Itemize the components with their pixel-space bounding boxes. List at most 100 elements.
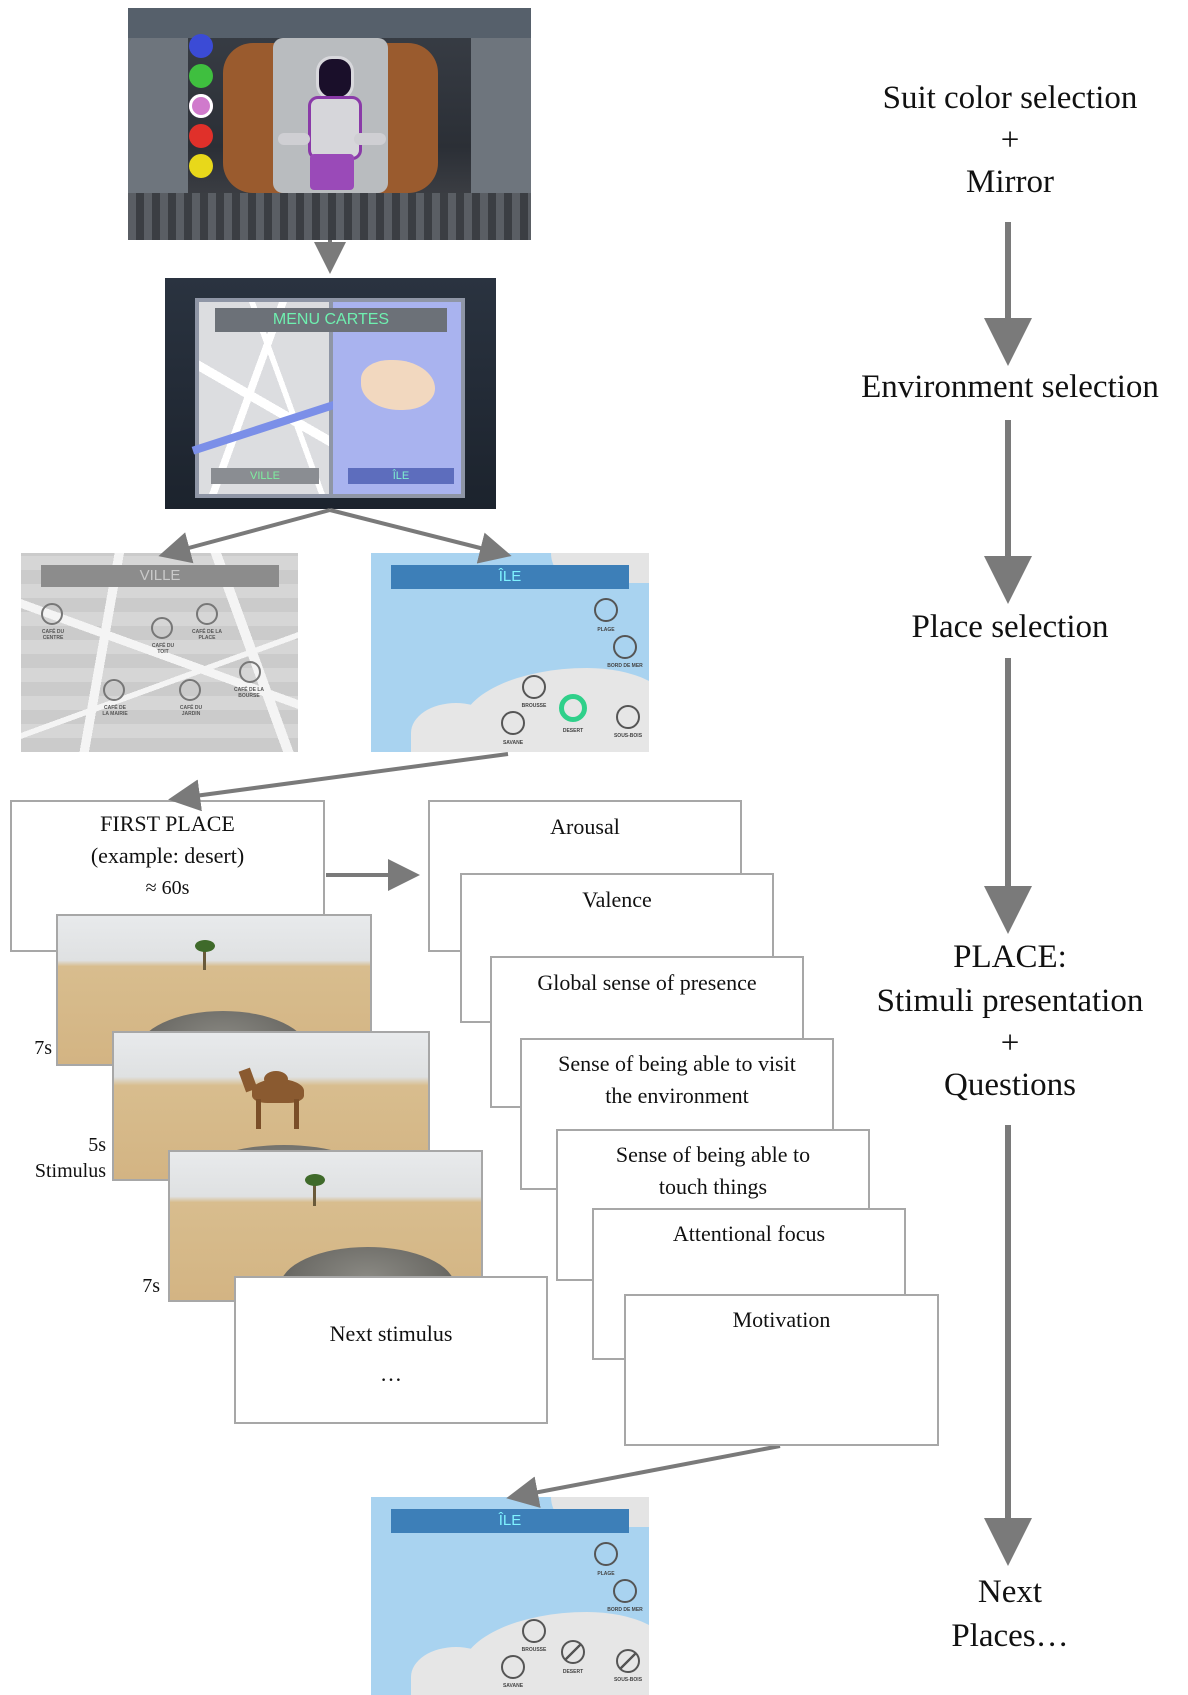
- avatar-arm-right: [354, 133, 386, 145]
- palm-leaves: [195, 940, 215, 952]
- left-wall: [128, 38, 188, 193]
- stage-place-line2: Stimuli presentation: [876, 983, 1144, 1019]
- stage-plus: +: [1000, 122, 1020, 158]
- ile-pin-desert-selected[interactable]: [559, 694, 587, 722]
- ile-label-bord-de-mer: BORD DE MER: [607, 1607, 643, 1613]
- ile-pin-desert-visited[interactable]: [561, 1640, 585, 1664]
- bay-floor: [128, 193, 531, 240]
- ile-label-plage: PLAGE: [597, 627, 615, 633]
- arrow-menu-to-ile: [329, 508, 512, 564]
- stage-place-stimuli-questions: PLACE: Stimuli presentation + Questions: [830, 935, 1188, 1107]
- arrow-questions-to-next-ile: [506, 1444, 781, 1508]
- ile-label-savane: SAVANE: [502, 1683, 524, 1689]
- stage-place-line1: PLACE:: [953, 939, 1067, 975]
- ile-label-brousse: BROUSSE: [521, 703, 547, 709]
- ile-title-bar: ÎLE: [391, 565, 629, 589]
- ile-label-savane: SAVANE: [502, 740, 524, 746]
- color-swatch-red[interactable]: [189, 124, 213, 148]
- ville-card-label: VILLE: [211, 468, 319, 484]
- ile-pin-bord-de-mer[interactable]: [613, 635, 637, 659]
- ile-pin-sous-bois[interactable]: [616, 705, 640, 729]
- timing-5s: 5s: [88, 1134, 106, 1156]
- ile-pin-plage[interactable]: [594, 1542, 618, 1566]
- ile-title-bar: ÎLE: [391, 1509, 629, 1533]
- stage-suit-line2: Mirror: [966, 164, 1054, 200]
- ville-pin-bourse[interactable]: [239, 661, 261, 683]
- ile-card[interactable]: [333, 302, 461, 494]
- avatar-legs: [310, 154, 354, 190]
- first-place-duration: ≈ 60s: [145, 877, 190, 899]
- ile-land-bottom-left: [411, 1647, 501, 1695]
- ile-map-screenshot: ÎLE PLAGE BORD DE MER BROUSSE DESERT SOU…: [371, 553, 649, 752]
- door-frame-right: [378, 43, 438, 193]
- next-stimulus-box: Next stimulus …: [234, 1276, 548, 1424]
- stage-environment-selection: Environment selection: [861, 369, 1159, 405]
- ville-pin-jardin[interactable]: [179, 679, 201, 701]
- next-stimulus-label: Next stimulus: [329, 1321, 453, 1346]
- avatar-helmet: [316, 56, 354, 100]
- color-picker-panel[interactable]: [186, 30, 220, 180]
- stage-plus: +: [1000, 1025, 1020, 1061]
- arrow-ile-to-first-place: [168, 752, 509, 812]
- ville-pin-toit[interactable]: [151, 617, 173, 639]
- menu-cartes-screenshot: MENU CARTES VILLE ÎLE: [165, 278, 496, 509]
- stage-suit-selection: Suit color selection + Mirror: [820, 76, 1188, 204]
- ile-label-plage: PLAGE: [597, 1571, 615, 1577]
- question-card-motivation: Motivation: [624, 1294, 939, 1446]
- right-wall: [471, 38, 531, 193]
- palm-trunk: [313, 1182, 316, 1206]
- stage-next-places: Next Places…: [830, 1570, 1188, 1658]
- ville-title-bar: VILLE: [41, 565, 279, 587]
- next-stimulus-ellipsis: …: [380, 1361, 402, 1386]
- color-swatch-green[interactable]: [189, 64, 213, 88]
- ile-pin-sous-bois[interactable]: [616, 1649, 640, 1673]
- stage-place-line3: Questions: [944, 1067, 1076, 1103]
- palm-leaves: [305, 1174, 325, 1186]
- ville-card[interactable]: [191, 302, 347, 494]
- ile-pin-brousse[interactable]: [522, 1619, 546, 1643]
- first-place-example: (example: desert): [90, 843, 245, 868]
- ile-label-sous-bois: SOUS-BOIS: [613, 1677, 643, 1683]
- ile-label-sous-bois: SOUS-BOIS: [613, 733, 643, 739]
- camel-leg-2: [294, 1099, 299, 1129]
- ile-card-label: ÎLE: [348, 468, 454, 484]
- ile-label-bord-de-mer: BORD DE MER: [607, 663, 643, 669]
- stage-place-selection: Place selection: [911, 609, 1109, 645]
- ile-pin-savane[interactable]: [501, 1655, 525, 1679]
- camel-neck: [238, 1067, 258, 1093]
- ile-pin-plage[interactable]: [594, 598, 618, 622]
- ile-pin-bord-de-mer[interactable]: [613, 1579, 637, 1603]
- stage-next-line2: Places…: [951, 1618, 1069, 1654]
- ile-label-brousse: BROUSSE: [521, 1647, 547, 1653]
- ile-pin-savane[interactable]: [501, 711, 525, 735]
- timing-stimulus-5s: 5s Stimulus: [8, 1132, 106, 1184]
- stage-next-line1: Next: [977, 1574, 1043, 1610]
- stage-suit-line1: Suit color selection: [882, 80, 1138, 116]
- color-swatch-blue[interactable]: [189, 34, 213, 58]
- camel-leg-1: [256, 1099, 261, 1129]
- suit-selection-screenshot: [128, 8, 531, 240]
- color-swatch-pink-selected[interactable]: [189, 94, 213, 118]
- ville-card-road: [191, 397, 347, 455]
- arrow-menu-to-ville: [158, 508, 331, 564]
- ville-pin-centre[interactable]: [41, 603, 63, 625]
- timing-first-7s: 7s: [34, 1037, 52, 1059]
- ile-label-desert: DESERT: [562, 728, 584, 734]
- bay-ceiling: [128, 8, 531, 38]
- timing-stimulus-label: Stimulus: [34, 1160, 106, 1182]
- timing-second-7s: 7s: [142, 1275, 160, 1297]
- color-swatch-yellow[interactable]: [189, 154, 213, 178]
- menu-title-bar: MENU CARTES: [215, 308, 447, 332]
- avatar-body: [308, 96, 362, 160]
- ville-pin-mairie[interactable]: [103, 679, 125, 701]
- ile-pin-brousse[interactable]: [522, 675, 546, 699]
- ville-pin-place[interactable]: [196, 603, 218, 625]
- palm-trunk: [203, 948, 206, 970]
